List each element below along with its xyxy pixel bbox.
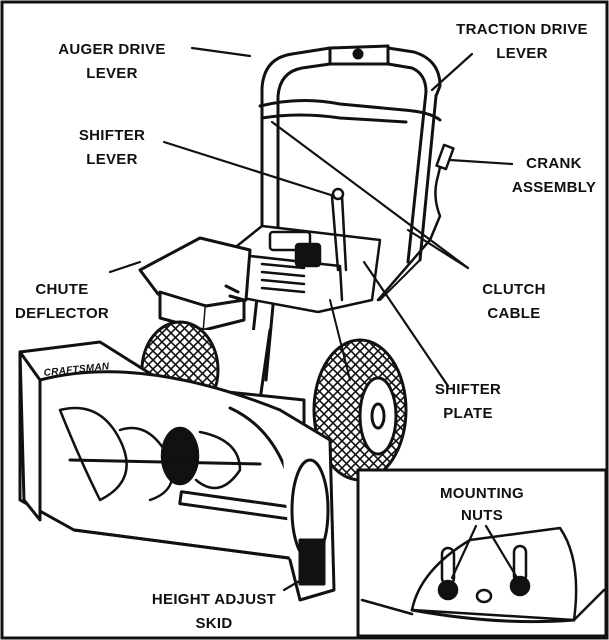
label-mounting-nuts: MOUNTING NUTS xyxy=(440,485,524,524)
leader-clutch-cable-2 xyxy=(406,228,470,270)
auger-spiral xyxy=(58,406,262,502)
leader-auger-drive-lever xyxy=(190,46,252,58)
engine-housing xyxy=(230,187,382,314)
leader-shifter-lever xyxy=(162,140,336,198)
label-mounting-nuts-line2: NUTS xyxy=(461,507,503,524)
mounting-nuts-inset xyxy=(356,468,608,638)
label-crank-assembly: CRANK ASSEMBLY xyxy=(512,155,596,196)
label-shifter-lever: SHIFTER LEVER xyxy=(79,127,145,168)
left-mounting-nut xyxy=(437,579,459,601)
label-height-adjust-skid-line1: HEIGHT ADJUST xyxy=(152,591,276,608)
leader-mounting-nuts-1 xyxy=(450,524,478,580)
label-traction-drive-lever-line2: LEVER xyxy=(496,45,548,62)
label-shifter-lever-line1: SHIFTER xyxy=(79,127,145,144)
snow-thrower-illustration xyxy=(18,44,455,602)
crank-rod xyxy=(376,143,455,302)
label-auger-drive-lever: AUGER DRIVE LEVER xyxy=(58,41,165,82)
label-traction-drive-lever: TRACTION DRIVE LEVER xyxy=(456,21,588,62)
label-clutch-cable-line2: CABLE xyxy=(487,305,540,322)
label-traction-drive-lever-line1: TRACTION DRIVE xyxy=(456,21,588,38)
label-chute-deflector: CHUTE DEFLECTOR xyxy=(15,281,109,322)
label-shifter-plate-line1: SHIFTER xyxy=(435,381,501,398)
label-clutch-cable-line1: CLUTCH xyxy=(482,281,545,298)
label-shifter-plate-line2: PLATE xyxy=(443,405,493,422)
label-crank-assembly-line2: ASSEMBLY xyxy=(512,179,596,196)
label-crank-assembly-line1: CRANK xyxy=(526,155,582,172)
label-auger-drive-lever-line2: LEVER xyxy=(86,65,138,82)
label-chute-deflector-line2: DEFLECTOR xyxy=(15,305,109,322)
label-height-adjust-skid-line2: SKID xyxy=(195,615,232,632)
leader-chute-deflector xyxy=(108,260,142,274)
label-clutch-cable: CLUTCH CABLE xyxy=(482,281,545,322)
label-mounting-nuts-line1: MOUNTING xyxy=(440,485,524,502)
leader-shifter-plate xyxy=(362,260,450,388)
label-auger-drive-lever-line1: AUGER DRIVE xyxy=(58,41,165,58)
label-shifter-lever-line2: LEVER xyxy=(86,151,138,168)
discharge-chute xyxy=(138,236,272,404)
leader-height-adjust-skid xyxy=(282,568,320,592)
leader-mounting-nuts-2 xyxy=(484,524,518,578)
handle-assembly xyxy=(246,44,442,382)
leader-crank-assembly xyxy=(448,158,514,166)
leader-lines xyxy=(108,46,518,592)
label-height-adjust-skid: HEIGHT ADJUST SKID xyxy=(152,591,276,632)
label-chute-deflector-line1: CHUTE xyxy=(35,281,88,298)
label-shifter-plate: SHIFTER PLATE xyxy=(435,381,501,422)
right-mounting-nut xyxy=(509,575,531,597)
leader-traction-drive-lever xyxy=(430,52,474,92)
leader-clutch-cable-1 xyxy=(270,120,470,270)
right-wheel xyxy=(312,338,408,482)
